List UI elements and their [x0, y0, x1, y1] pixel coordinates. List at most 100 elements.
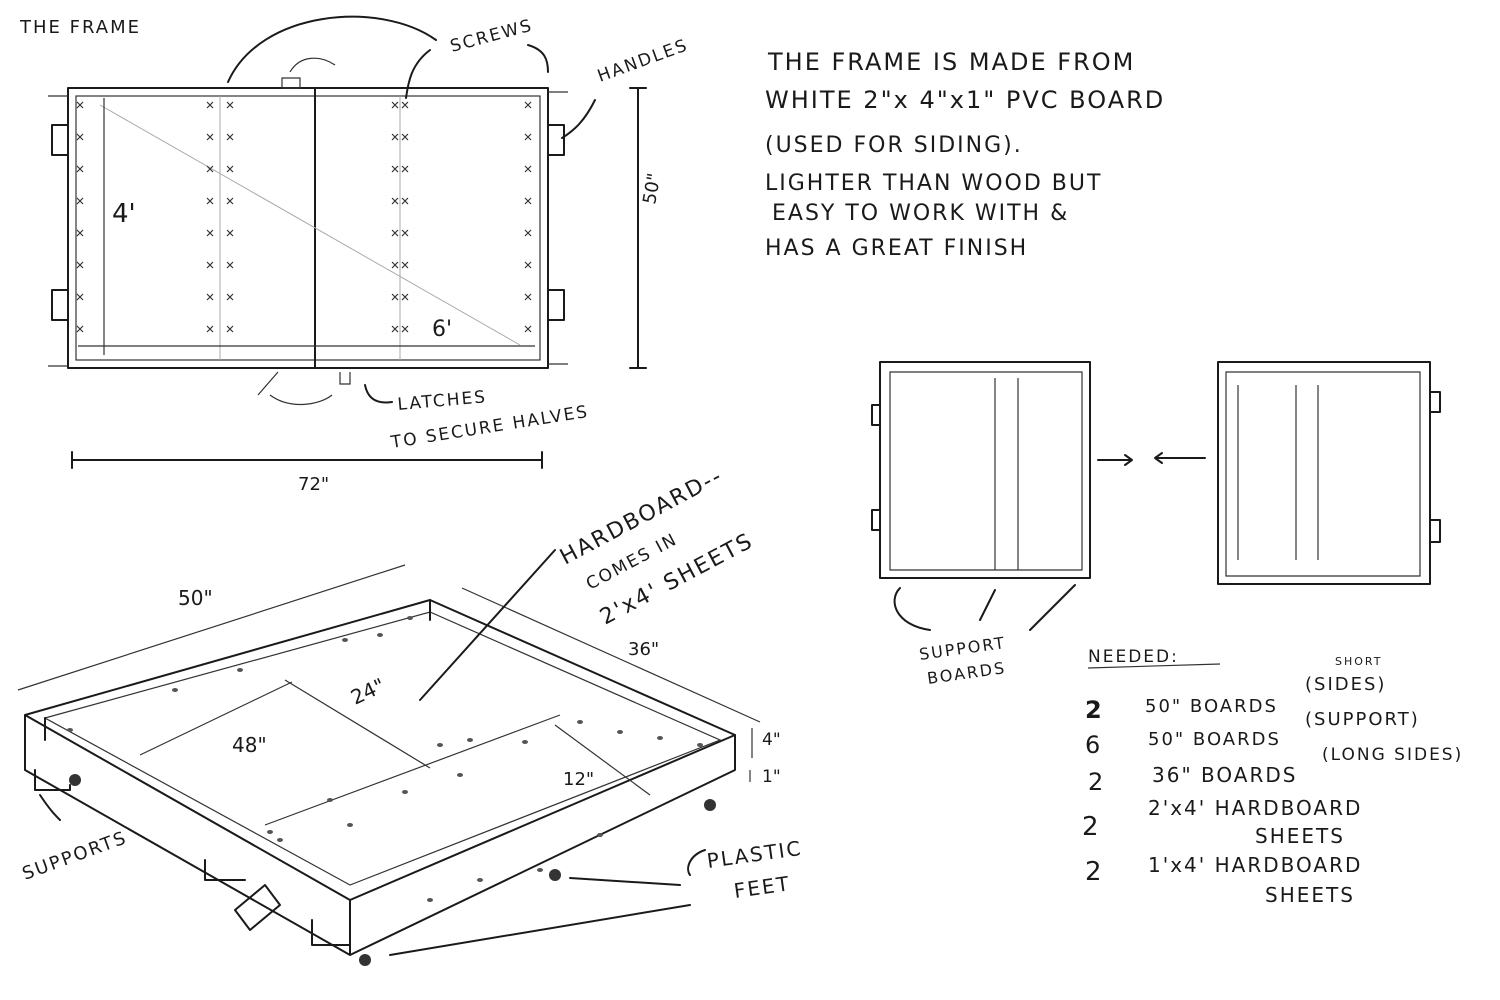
- screw-mark: [391, 261, 399, 269]
- screw-hole: [657, 736, 663, 740]
- screw-mark: [391, 293, 399, 301]
- screw-hole: [277, 838, 283, 842]
- hardboard-arrow: [419, 549, 556, 701]
- screw-hole: [427, 898, 433, 902]
- feet-label-2: FEET: [732, 871, 792, 903]
- dim-12: 12": [563, 769, 594, 790]
- screw-hole: [522, 740, 528, 744]
- screw-hole: [477, 878, 483, 882]
- screw-mark: [524, 101, 532, 109]
- item-desc-2: SHEETS: [1265, 883, 1355, 907]
- screw-mark: [401, 229, 409, 237]
- latches-arrow: [364, 384, 393, 404]
- screw-mark: [76, 325, 84, 333]
- half-frames-view: [871, 361, 1441, 631]
- width-dim: 72": [298, 474, 329, 495]
- item-desc: 36" BOARDS: [1152, 763, 1297, 787]
- support-boards-label-2: BOARDS: [926, 658, 1007, 688]
- screw-hole: [467, 738, 473, 742]
- screw-mark: [206, 229, 214, 237]
- handles-label: HANDLES: [595, 35, 691, 86]
- dim-24: 24": [347, 673, 389, 709]
- screw-hole: [342, 638, 348, 642]
- supports-label: SUPPORTS: [20, 827, 131, 884]
- item-note: (SUPPORT): [1305, 709, 1420, 730]
- screw-mark: [401, 197, 409, 205]
- screw-hole: [577, 720, 583, 724]
- screw-mark: [524, 293, 532, 301]
- item-desc: 1'x4' HARDBOARD: [1148, 853, 1362, 877]
- screw-mark: [206, 197, 214, 205]
- screw-mark: [401, 133, 409, 141]
- screw-mark: [401, 325, 409, 333]
- screw-mark: [524, 261, 532, 269]
- screw-mark: [206, 293, 214, 301]
- height-dim: 50": [639, 172, 665, 206]
- screw-mark: [391, 229, 399, 237]
- screw-mark: [226, 293, 234, 301]
- screw-mark: [206, 133, 214, 141]
- item-qty: 6: [1085, 731, 1100, 759]
- screw-mark: [76, 261, 84, 269]
- screw-hole: [697, 743, 703, 747]
- screw-mark: [226, 101, 234, 109]
- screw-hole: [437, 743, 443, 747]
- screw-mark: [391, 197, 399, 205]
- iso-width-dim: 50": [178, 586, 213, 610]
- screw-mark: [524, 133, 532, 141]
- screw-mark: [76, 165, 84, 173]
- screw-mark: [391, 133, 399, 141]
- right-handles: [547, 124, 565, 321]
- screw-hole: [407, 616, 413, 620]
- inner-width-dim: 6': [432, 317, 452, 342]
- screw-mark: [226, 229, 234, 237]
- dim-48: 48": [232, 733, 267, 757]
- dim-4: 4": [762, 730, 781, 750]
- feet-label: PLASTIC: [705, 836, 804, 873]
- item-qty: 2: [1085, 696, 1102, 724]
- screw-mark: [226, 165, 234, 173]
- note-line: WHITE 2"x 4"x1" PVC BOARD: [765, 86, 1165, 114]
- screw-mark: [206, 261, 214, 269]
- screw-mark: [226, 197, 234, 205]
- screw-mark: [524, 229, 532, 237]
- item-note: (LONG SIDES): [1322, 745, 1463, 765]
- screw-mark: [76, 133, 84, 141]
- screw-hole: [347, 823, 353, 827]
- materials-needed-list: NEEDED: 2 50" BOARDS (SIDES) SHORT 6 50"…: [1082, 647, 1463, 907]
- item-note-top: SHORT: [1335, 655, 1382, 668]
- screw-mark: [206, 325, 214, 333]
- screw-hole: [377, 633, 383, 637]
- inner-height-dim: 4': [112, 199, 136, 229]
- screw-mark: [524, 197, 532, 205]
- screw-hole: [267, 830, 273, 834]
- screw-hole: [402, 790, 408, 794]
- latches-label: LATCHES: [397, 387, 488, 415]
- item-note: (SIDES): [1305, 674, 1386, 695]
- screw-mark: [226, 325, 234, 333]
- screws-arrow: [227, 15, 437, 83]
- note-line: LIGHTER THAN WOOD BUT: [765, 171, 1102, 196]
- screw-mark: [76, 197, 84, 205]
- note-line: EASY TO WORK WITH &: [772, 201, 1069, 226]
- screw-mark: [391, 101, 399, 109]
- screws-label: SCREWS: [448, 16, 535, 57]
- dim-1: 1": [762, 767, 781, 787]
- screw-mark: [226, 133, 234, 141]
- note-line: HAS A GREAT FINISH: [765, 236, 1028, 261]
- handles-arrow: [561, 99, 596, 139]
- item-qty: 2: [1085, 857, 1102, 887]
- screw-hole: [67, 728, 73, 732]
- screw-mark: [226, 261, 234, 269]
- screw-mark: [76, 101, 84, 109]
- screw-hole: [327, 798, 333, 802]
- screw-hole: [537, 868, 543, 872]
- screw-mark: [206, 101, 214, 109]
- screw-mark: [524, 325, 532, 333]
- item-desc-2: SHEETS: [1255, 824, 1345, 848]
- note-line: (USED FOR SIDING).: [765, 133, 1023, 158]
- screw-mark: [401, 165, 409, 173]
- screw-mark: [401, 261, 409, 269]
